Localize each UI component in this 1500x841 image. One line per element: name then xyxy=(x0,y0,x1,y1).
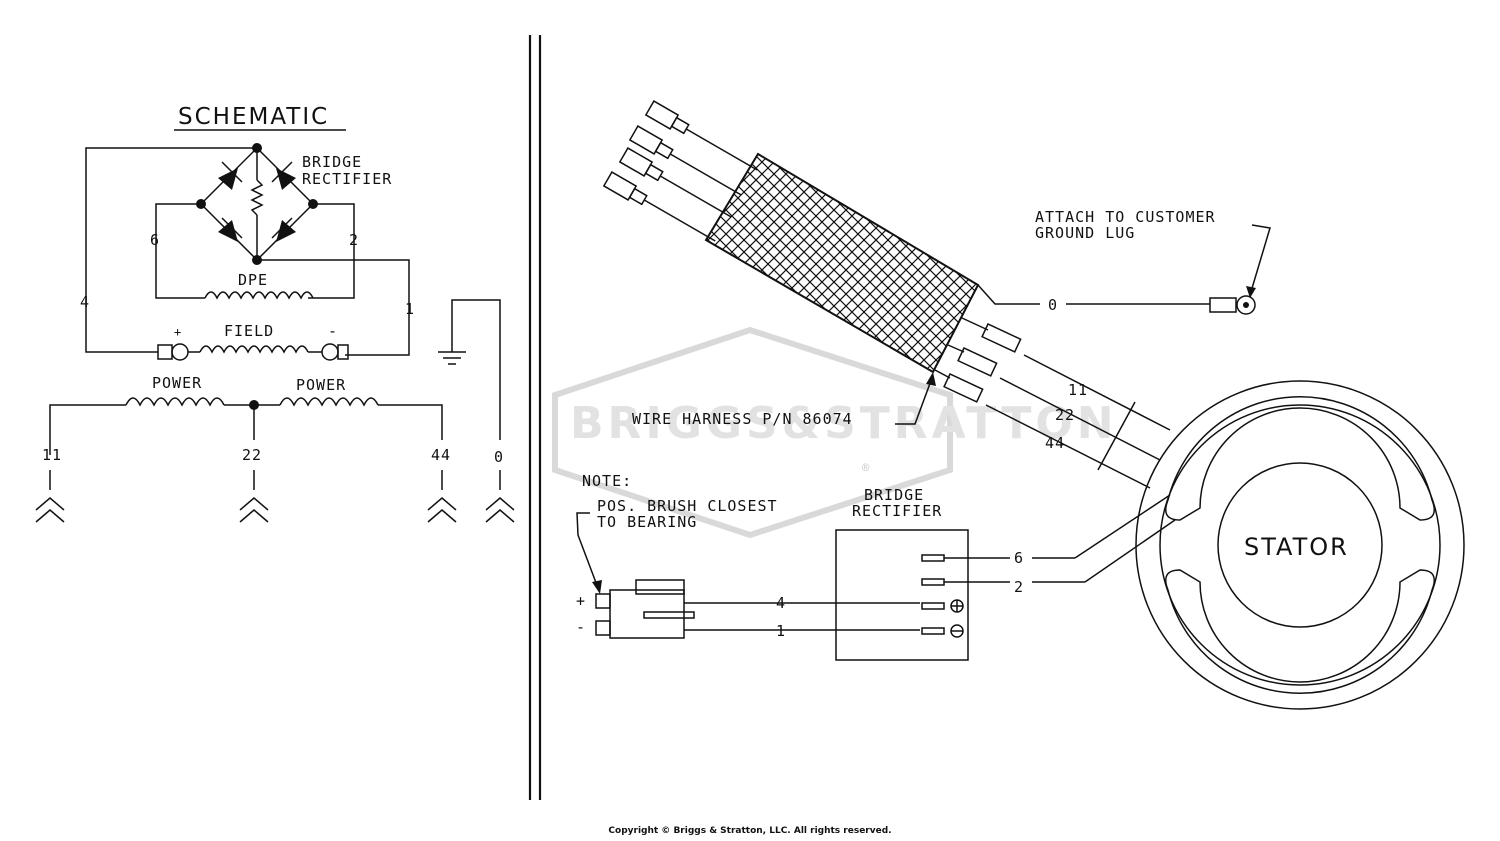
power-coil-right xyxy=(279,397,379,407)
wire-harness-sleeve xyxy=(704,152,980,374)
svg-text:-: - xyxy=(576,618,586,636)
wire-2 xyxy=(308,203,355,299)
attach-label-1: ATTACH TO CUSTOMER xyxy=(1035,208,1216,226)
note-label: NOTE: xyxy=(582,472,632,490)
ground-wire xyxy=(451,299,501,440)
note-line-2: TO BEARING xyxy=(597,513,697,531)
stator-leads xyxy=(934,317,1171,489)
attach-label-2: GROUND LUG xyxy=(1035,224,1135,242)
svg-text:2: 2 xyxy=(1014,578,1024,596)
copyright-notice: Copyright © Briggs & Stratton, LLC. All … xyxy=(608,826,892,836)
stator-label: STATOR xyxy=(1244,533,1349,561)
svg-text:44: 44 xyxy=(431,446,451,464)
svg-text:22: 22 xyxy=(1055,406,1075,424)
note-line-1: POS. BRUSH CLOSEST xyxy=(597,497,778,515)
brush-holder xyxy=(595,579,920,639)
field-label: FIELD xyxy=(224,322,274,340)
svg-text:4: 4 xyxy=(776,594,786,612)
bridge-label-1: BRIDGE xyxy=(302,153,362,171)
rectifier-terminals xyxy=(921,494,1176,638)
dpe-coil xyxy=(204,291,314,300)
power-right-label: POWER xyxy=(296,376,346,394)
wire-4 xyxy=(85,147,257,353)
dpe-label: DPE xyxy=(238,271,268,289)
svg-text:6: 6 xyxy=(150,231,160,249)
svg-text:11: 11 xyxy=(42,446,62,464)
svg-text:-: - xyxy=(328,322,338,340)
bridge-rectifier-symbol xyxy=(196,143,318,265)
svg-text:0: 0 xyxy=(1048,296,1058,314)
svg-text:1: 1 xyxy=(776,622,786,640)
bridge-rectifier-box xyxy=(835,529,969,661)
svg-text:44: 44 xyxy=(1045,434,1065,452)
power-coil-left xyxy=(125,397,225,407)
svg-text:®: ® xyxy=(862,461,870,475)
svg-text:4: 4 xyxy=(80,293,90,311)
ground-ring-terminal xyxy=(1209,295,1256,315)
svg-text:22: 22 xyxy=(242,446,262,464)
field-coil xyxy=(199,345,309,354)
stator xyxy=(1135,380,1465,710)
harness-label: WIRE HARNESS P/N 86074 xyxy=(632,410,853,428)
schematic-title: SCHEMATIC xyxy=(178,104,329,130)
bridge-label-2: RECTIFIER xyxy=(302,170,392,188)
rectifier-label-2: RECTIFIER xyxy=(852,502,942,520)
svg-text:1: 1 xyxy=(405,300,415,318)
svg-text:0: 0 xyxy=(494,448,504,466)
terminal-connectors xyxy=(35,470,515,523)
svg-text:6: 6 xyxy=(1014,549,1024,567)
svg-text:11: 11 xyxy=(1068,381,1088,399)
harness-leads xyxy=(602,100,758,242)
svg-text:+: + xyxy=(576,592,586,610)
svg-text:2: 2 xyxy=(349,231,359,249)
svg-text:+: + xyxy=(174,325,182,339)
wire-1 xyxy=(257,259,410,356)
power-left-label: POWER xyxy=(152,374,202,392)
wire-6 xyxy=(155,203,205,299)
rectifier-label-1: BRIDGE xyxy=(864,486,924,504)
